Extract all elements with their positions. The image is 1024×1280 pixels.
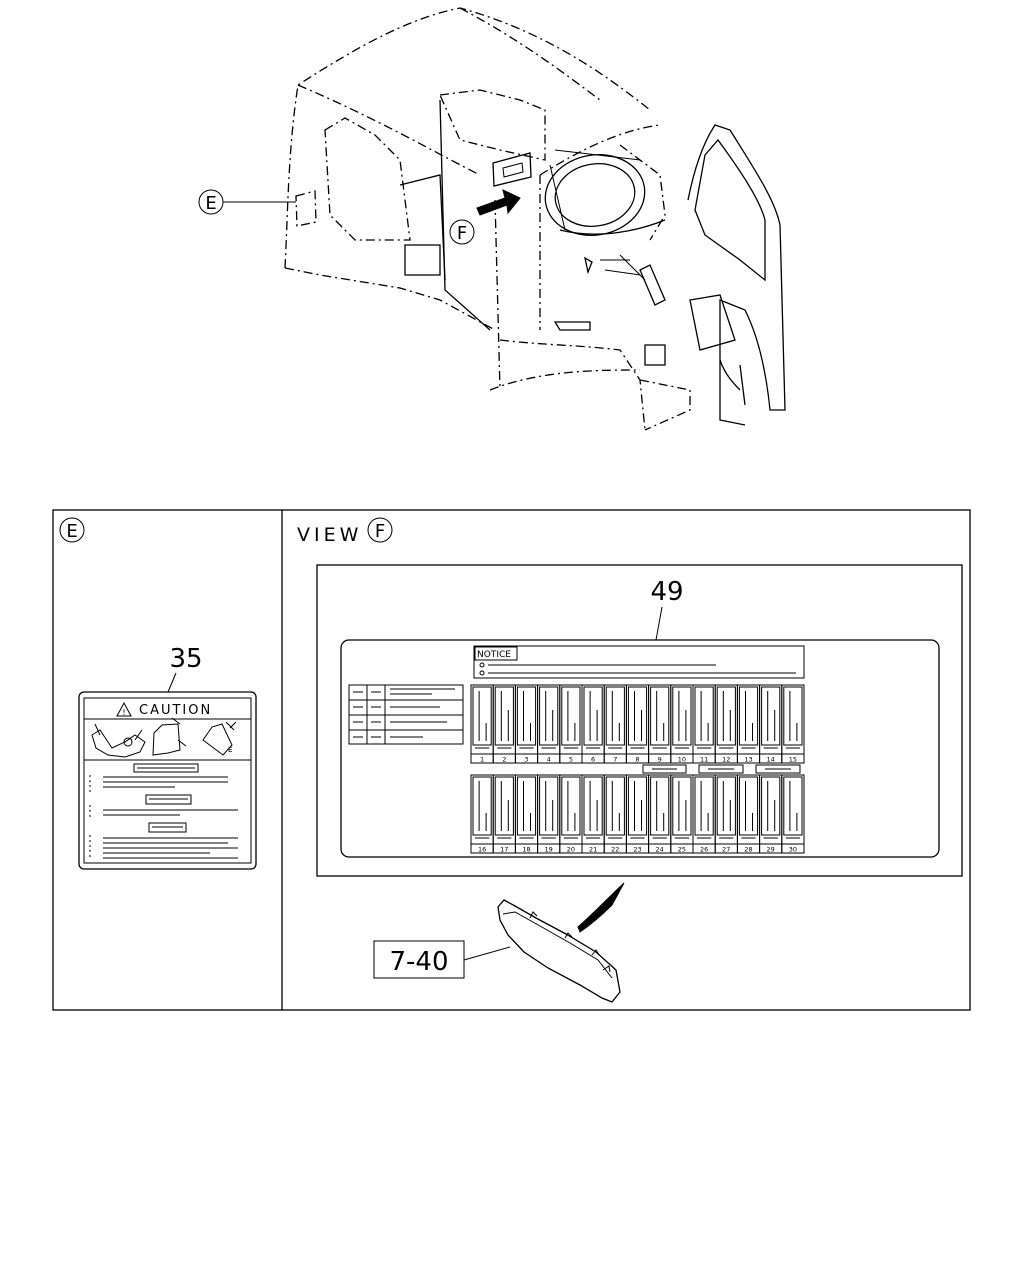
fuse-slot: 20 — [559, 774, 583, 854]
fuse-slot: 27 — [714, 774, 738, 854]
fuse-slot-number: 2 — [502, 756, 506, 764]
fuse-slot: 16 — [470, 774, 494, 854]
fuse-slot-number: 11 — [700, 756, 708, 764]
part-number-49: 49 — [650, 577, 683, 607]
pictogram-operator-icon — [91, 723, 146, 758]
detail-frame — [52, 509, 971, 1011]
fuse-slot-number: 30 — [789, 846, 797, 854]
label-location-f — [492, 152, 532, 187]
fuse-slot: 8 — [625, 684, 650, 764]
spare-fuse-slots — [642, 764, 801, 774]
fuse-slot-number: 27 — [722, 846, 730, 854]
caution-heading: CAUTION — [139, 703, 212, 718]
panel-f-title: F — [375, 521, 385, 542]
fuse-row-bottom: 16 17 18 19 20 21 22 23 24 25 26 27 28 29 30 — [470, 774, 805, 854]
fuse-slot-number: 13 — [744, 756, 752, 764]
fuse-slot: 10 — [670, 684, 694, 764]
fuse-slot: 13 — [736, 684, 761, 764]
fuse-slot-number: 10 — [678, 756, 686, 764]
fuse-slot: 9 — [648, 684, 672, 764]
caution-label — [78, 691, 257, 870]
fuse-slot-number: 15 — [789, 756, 797, 764]
cab-illustration — [284, 7, 786, 431]
view-word: VIEW — [297, 524, 362, 546]
notice-heading: NOTICE — [477, 650, 511, 660]
fuse-slot-number: 9 — [658, 756, 662, 764]
panel-f: VIEW F 49 NOTICE — [297, 517, 963, 1003]
fuse-slot: 15 — [781, 684, 805, 764]
fuse-slot-number: 14 — [767, 756, 775, 764]
fuse-slot: 2 — [492, 684, 516, 764]
fuse-slot-number: 1 — [480, 756, 484, 764]
fuse-slot-number: 6 — [591, 756, 595, 764]
fuse-slot-number: 12 — [722, 756, 730, 764]
fuse-slot-number: 21 — [589, 846, 597, 854]
fuse-legend-table — [348, 684, 464, 745]
caution-text-block — [89, 763, 238, 859]
fuse-slot: 24 — [648, 774, 672, 854]
fuse-slot: 30 — [781, 774, 805, 854]
callout-f-letter: F — [457, 223, 467, 244]
fuse-slot: 26 — [692, 774, 716, 854]
fuse-slot: 14 — [759, 684, 783, 764]
fuse-slot: 7 — [603, 684, 627, 764]
notice-box — [473, 645, 805, 679]
fuse-slot: 4 — [537, 684, 561, 764]
label-location-e — [295, 190, 317, 227]
part-number-35: 35 — [169, 644, 202, 674]
pictogram-door-icon: E — [202, 721, 237, 756]
fuse-slot: 21 — [581, 774, 605, 854]
fuse-slot-number: 23 — [633, 846, 641, 854]
svg-text:!: ! — [122, 708, 125, 717]
leader-arrow-icon — [577, 882, 625, 933]
fuse-slot: 3 — [514, 684, 539, 764]
fuse-slot-number: 22 — [611, 846, 619, 854]
fuse-slot: 29 — [759, 774, 783, 854]
fuse-slot-number: 16 — [478, 846, 486, 854]
fuse-slot-number: 24 — [656, 846, 664, 854]
fuse-slot: 1 — [470, 684, 494, 764]
pictogram-letter: E — [228, 746, 232, 754]
fuse-slot-number: 29 — [767, 846, 775, 854]
fuse-slot-number: 28 — [744, 846, 752, 854]
fuse-slot-number: 25 — [678, 846, 686, 854]
fuse-slot-number: 20 — [567, 846, 575, 854]
fuse-box-lid — [497, 882, 625, 1003]
fuse-slot: 6 — [581, 684, 605, 764]
fuse-slot-number: 17 — [500, 846, 508, 854]
fuse-slot-number: 3 — [524, 756, 528, 764]
fuse-slot: 11 — [692, 684, 716, 764]
fuse-slot: 18 — [514, 774, 539, 854]
callout-f: F — [449, 219, 475, 245]
fuse-slot: 12 — [714, 684, 738, 764]
pictogram-cab-icon — [152, 717, 187, 756]
fuse-slot: 5 — [559, 684, 583, 764]
fuse-box-cover — [316, 564, 963, 877]
ref-part-7-40: 7-40 — [389, 947, 448, 977]
fuse-label-49 — [340, 639, 940, 858]
fuse-slot-number: 18 — [522, 846, 530, 854]
fuse-slot-number: 8 — [635, 756, 639, 764]
fuse-slot: 19 — [537, 774, 561, 854]
fuse-slot-number: 7 — [613, 756, 617, 764]
fuse-slot: 25 — [670, 774, 694, 854]
fuse-slot: 23 — [625, 774, 650, 854]
warning-triangle-icon — [116, 701, 132, 717]
panel-e: E 35 ! CAUTION E — [59, 517, 257, 870]
fuse-slot-number: 19 — [545, 846, 553, 854]
fuse-slot-number: 26 — [700, 846, 708, 854]
panel-e-title: E — [66, 521, 77, 542]
fuse-slot: 28 — [736, 774, 761, 854]
callout-e-letter: E — [205, 193, 216, 214]
fuse-slot-number: 4 — [547, 756, 551, 764]
callout-e: E — [198, 189, 296, 215]
arrow-to-label-f-icon — [476, 189, 521, 216]
fuse-slot: 22 — [603, 774, 627, 854]
fuse-slot: 17 — [492, 774, 516, 854]
fuse-slot-number: 5 — [569, 756, 573, 764]
